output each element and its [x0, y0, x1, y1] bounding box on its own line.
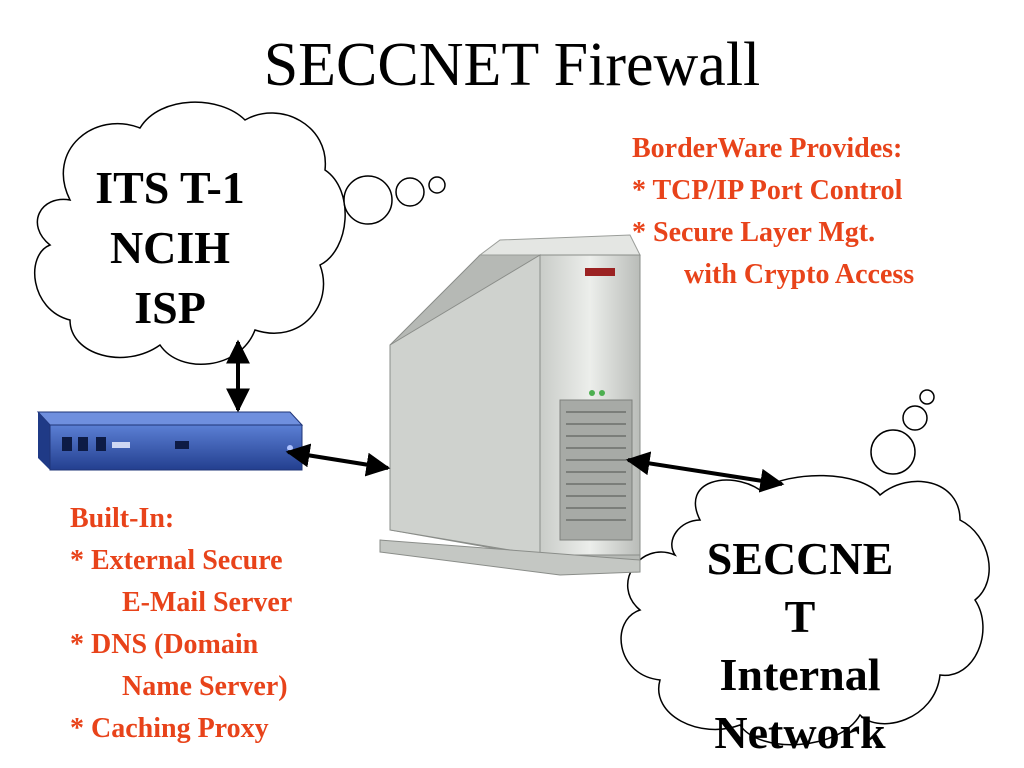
network-cloud-line: T [784, 591, 816, 642]
builtin-item: * External Secure [70, 545, 283, 576]
slide-title: SECCNET Firewall [263, 31, 761, 99]
router-server-arrow [285, 443, 391, 477]
builtin-notes: Built-In: * External Secure E-Mail Serve… [70, 498, 292, 750]
borderware-heading: BorderWare Provides: [632, 133, 903, 164]
borderware-item: * Secure Layer Mgt. [632, 217, 876, 248]
network-cloud-label: SECCNE T Internal Network [670, 530, 930, 762]
isp-cloud [33, 101, 446, 366]
borderware-item: with Crypto Access [684, 259, 915, 290]
network-cloud-line: Network [714, 707, 886, 758]
isp-cloud-label: ITS T-1 NCIH ISP [60, 158, 280, 338]
network-cloud-line: SECCNE [706, 533, 894, 584]
builtin-item: * Caching Proxy [70, 713, 269, 744]
isp-cloud-line: ITS T-1 [95, 162, 245, 213]
builtin-item: * DNS (Domain [70, 629, 259, 660]
isp-cloud-line: NCIH [109, 222, 231, 273]
server-tower-icon [379, 234, 641, 576]
borderware-item: * TCP/IP Port Control [632, 175, 903, 206]
isp-cloud-line: ISP [134, 282, 206, 333]
builtin-item: E-Mail Server [122, 587, 293, 618]
server-network-arrow [625, 451, 785, 493]
borderware-notes: BorderWare Provides: * TCP/IP Port Contr… [632, 128, 914, 296]
network-cloud-line: Internal [719, 649, 881, 700]
router-icon [36, 411, 304, 471]
network-cloud [620, 389, 990, 746]
double-arrow-icon [226, 339, 785, 493]
builtin-item: Name Server) [122, 671, 288, 702]
builtin-heading: Built-In: [70, 503, 175, 534]
